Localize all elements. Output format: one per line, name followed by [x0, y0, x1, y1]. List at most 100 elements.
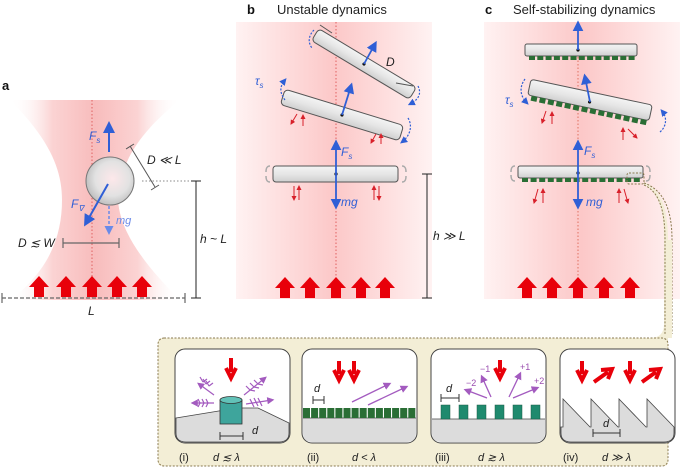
metasurface-element [633, 178, 640, 182]
metasurface-element [343, 408, 351, 418]
inset-zoom: d (i) d ≲ λ d (ii) d < λ [157, 182, 676, 467]
panel-b: b Unstable dynamics D τs F [236, 2, 466, 299]
metasurface-element [608, 178, 614, 182]
metasurface-element [553, 56, 560, 60]
metasurface-element [530, 178, 537, 182]
metasurface-element [562, 56, 569, 60]
tau-label-c: τs [505, 93, 514, 109]
metasurface-element [589, 108, 597, 115]
Fs-label-c: Fs [584, 144, 595, 160]
metasurface-element [384, 408, 391, 418]
condition-iii: d ≳ λ [478, 452, 505, 464]
metasurface-element [603, 56, 610, 60]
metasurface-element [572, 104, 580, 111]
metasurface-element [522, 178, 528, 182]
subpanel-iii: −2 −1 +1 +2 d (iii) d ≳ λ [430, 348, 547, 464]
panel-c: c Self-stabilizing dynamics τs [484, 2, 680, 299]
mg-label-b: mg [341, 195, 358, 209]
d-label-ii: d [314, 383, 321, 395]
metasurface-element [530, 95, 538, 102]
metasurface-element [597, 110, 605, 117]
metasurface-element [570, 56, 577, 60]
metasurface-element [628, 56, 635, 60]
beam-column-b [236, 22, 432, 299]
metasurface-element [367, 408, 375, 418]
metasurface-element [351, 408, 359, 418]
order-plus-1: +1 [520, 362, 530, 372]
panel-c-letter: c [485, 2, 492, 17]
metasurface-element [547, 178, 554, 182]
condition-i: d ≲ λ [213, 452, 240, 464]
metasurface-element [564, 102, 572, 110]
metasurface-element [620, 56, 627, 60]
metasurface-element [616, 178, 623, 182]
plate-metasurface-top [524, 43, 638, 60]
sphere-particle [85, 156, 135, 206]
subpanel-id-i: (i) [179, 452, 189, 464]
metasurface-element [631, 117, 639, 124]
metasurface-element [599, 178, 606, 182]
metasurface-element [327, 408, 335, 418]
D-less-W-label: D ≲ W [18, 236, 56, 250]
metasurface-element [581, 106, 588, 113]
Fgrad-label: F∇ [71, 197, 85, 213]
subpanel-id-ii: (ii) [307, 452, 319, 464]
metasurface-element [587, 56, 594, 60]
metasurface-element [319, 408, 327, 418]
metasurface-element [555, 101, 563, 108]
d-label-iv: d [603, 418, 610, 430]
metasurface-element [547, 99, 555, 106]
order-minus-1: −1 [480, 364, 490, 374]
metasurface-element [606, 111, 614, 118]
metasurface-element [595, 56, 602, 60]
metasurface-element [614, 113, 622, 120]
metasurface-element [303, 408, 310, 418]
d-label-iii: d [446, 383, 453, 395]
panel-a-letter: a [2, 78, 10, 93]
metasurface-element [529, 56, 535, 60]
Fs-label-b: Fs [341, 145, 352, 161]
beam-column-c [484, 22, 680, 299]
D-much-less-L-label: D ≪ L [147, 153, 182, 167]
metasurface-element [335, 408, 343, 418]
metasurface-element [545, 56, 552, 60]
metasurface-element [573, 178, 580, 182]
metasurface-element [311, 408, 319, 418]
metasurface-element [590, 178, 597, 182]
metasurface-element [565, 178, 571, 182]
zoom-highlight-box [626, 172, 645, 185]
metasurface-element [556, 178, 563, 182]
metasurface-element [539, 178, 546, 182]
Fs-label: Fs [89, 129, 100, 145]
subpanel-i: d (i) d ≲ λ [174, 348, 291, 464]
plate-metasurface-horizontal [517, 165, 645, 185]
subpanel-id-iv: (iv) [563, 452, 578, 464]
L-label: L [88, 304, 95, 318]
metasurface-element [375, 408, 383, 418]
D-label: D [386, 55, 395, 69]
order-plus-2: +2 [534, 376, 544, 386]
panel-a: a Fs F∇ mg D ≪ L D ≲ W h ~ L [1, 78, 227, 318]
metasurface-element [537, 56, 544, 60]
metasurface-element [408, 408, 416, 418]
h-sim-L-label: h ~ L [200, 232, 227, 246]
panel-b-title: Unstable dynamics [277, 2, 387, 17]
gradient-force-arrow [84, 183, 109, 227]
h-much-greater-L-label: h ≫ L [433, 229, 466, 243]
d-label-i: d [252, 425, 259, 437]
diameter-scale-bar [129, 145, 156, 188]
panel-c-title: Self-stabilizing dynamics [513, 2, 656, 17]
condition-iv: d ≫ λ [602, 452, 631, 464]
metasurface-element [392, 408, 400, 418]
metasurface-element [578, 56, 585, 60]
metasurface-element [623, 115, 631, 122]
metasurface-element [538, 97, 546, 104]
metasurface-element [582, 178, 589, 182]
metasurface-element [625, 178, 632, 182]
metasurface-element [400, 408, 408, 418]
mg-label: mg [116, 215, 132, 227]
metasurface-element [612, 56, 618, 60]
tau-label: τs [255, 74, 264, 90]
order-minus-2: −2 [466, 378, 476, 388]
